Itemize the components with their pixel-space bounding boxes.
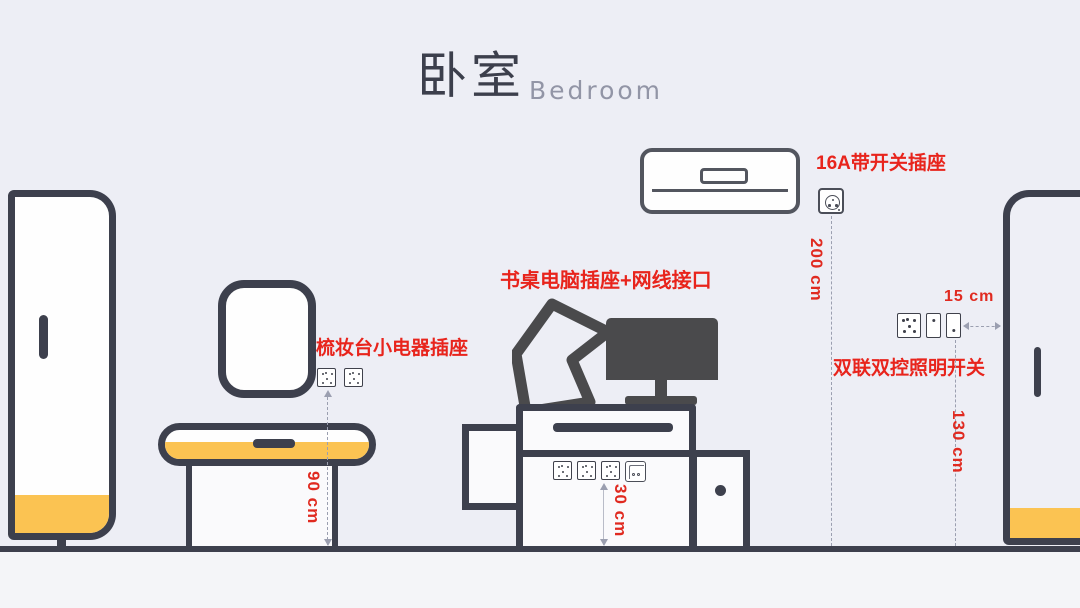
socket-ring bbox=[825, 195, 840, 210]
wardrobe-right-handle bbox=[1034, 347, 1041, 397]
dimension-switch-offset: 15 cm bbox=[944, 288, 995, 305]
five-hole-socket-icon[interactable] bbox=[553, 461, 572, 480]
monitor-stand-base bbox=[625, 396, 697, 405]
socket-pin bbox=[828, 204, 831, 207]
air-conditioner bbox=[640, 148, 800, 214]
desk-top-drawer bbox=[516, 404, 696, 450]
five-hole-socket-icon[interactable] bbox=[577, 461, 596, 480]
dimension-line-desk bbox=[603, 485, 604, 545]
desk-side-panel-left bbox=[462, 424, 524, 510]
five-hole-socket-icon[interactable] bbox=[601, 461, 620, 480]
dressing-table-body bbox=[186, 466, 338, 548]
wardrobe-right bbox=[1003, 190, 1080, 545]
title-chinese: 卧室 bbox=[416, 48, 525, 104]
mirror bbox=[218, 280, 316, 398]
dimension-line-dresser bbox=[327, 392, 328, 545]
socket-pin bbox=[831, 198, 835, 202]
dimension-switch-height: 130 cm bbox=[949, 410, 968, 474]
dimension-dresser: 90 cm bbox=[304, 471, 323, 525]
title-english: Bedroom bbox=[528, 76, 664, 105]
rocker-switch-icon[interactable] bbox=[946, 313, 961, 338]
desk-socket-icon-group[interactable] bbox=[553, 461, 646, 482]
rocker-switch-icon[interactable] bbox=[926, 313, 941, 338]
label-dresser-socket: 梳妆台小电器插座 bbox=[316, 338, 469, 359]
network-port-icon[interactable] bbox=[625, 461, 646, 482]
dressing-table-accent bbox=[165, 442, 369, 459]
page-title: 卧室 Bedroom bbox=[0, 36, 1080, 108]
five-hole-socket-icon[interactable] bbox=[317, 368, 336, 387]
label-desk-socket: 书桌电脑插座+网线接口 bbox=[500, 270, 712, 292]
dimension-line-switch-offset bbox=[965, 326, 1000, 327]
wardrobe-left-base bbox=[15, 495, 109, 533]
network-slot bbox=[629, 465, 644, 479]
dimension-arrow-right bbox=[995, 322, 1001, 330]
socket-switch-dot bbox=[837, 208, 840, 211]
socket-pin bbox=[835, 204, 838, 207]
five-hole-socket-icon[interactable] bbox=[344, 368, 363, 387]
dimension-desk: 30 cm bbox=[611, 484, 630, 538]
dimension-arrow-up bbox=[600, 483, 608, 490]
dressing-table-drawer-handle bbox=[253, 439, 295, 448]
air-conditioner-vent bbox=[700, 168, 748, 184]
floor-line bbox=[0, 546, 1080, 552]
wardrobe-left-handle bbox=[39, 315, 48, 359]
wardrobe-right-base bbox=[1010, 508, 1080, 538]
monitor-screen bbox=[606, 318, 718, 380]
desk-drawer-handle bbox=[553, 423, 673, 432]
label-lighting-switch: 双联双控照明开关 bbox=[833, 358, 986, 379]
monitor-stand-neck bbox=[655, 380, 667, 398]
round-socket-16a-icon[interactable] bbox=[818, 188, 844, 214]
dimension-ac: 200 cm bbox=[807, 238, 826, 302]
network-hole bbox=[637, 472, 641, 476]
dresser-socket-icon-group[interactable] bbox=[317, 368, 363, 387]
dressing-table-top bbox=[158, 423, 376, 466]
dimension-line-switch bbox=[955, 340, 956, 546]
dimension-line-ac bbox=[831, 216, 832, 546]
floor-band bbox=[0, 552, 1080, 608]
desk-side-cabinet-right bbox=[690, 450, 750, 548]
lighting-switch-icon-group[interactable] bbox=[897, 313, 961, 338]
dimension-arrow-down bbox=[600, 539, 608, 546]
cabinet-knob bbox=[715, 485, 726, 496]
dimension-arrow-up bbox=[324, 390, 332, 397]
dimension-arrow-down bbox=[324, 539, 332, 546]
air-conditioner-lip bbox=[652, 189, 788, 205]
label-ac-socket: 16A带开关插座 bbox=[816, 153, 946, 174]
dimension-arrow-left bbox=[963, 322, 969, 330]
five-hole-socket-icon[interactable] bbox=[897, 313, 921, 338]
network-hole bbox=[632, 472, 636, 476]
wardrobe-left bbox=[8, 190, 116, 540]
